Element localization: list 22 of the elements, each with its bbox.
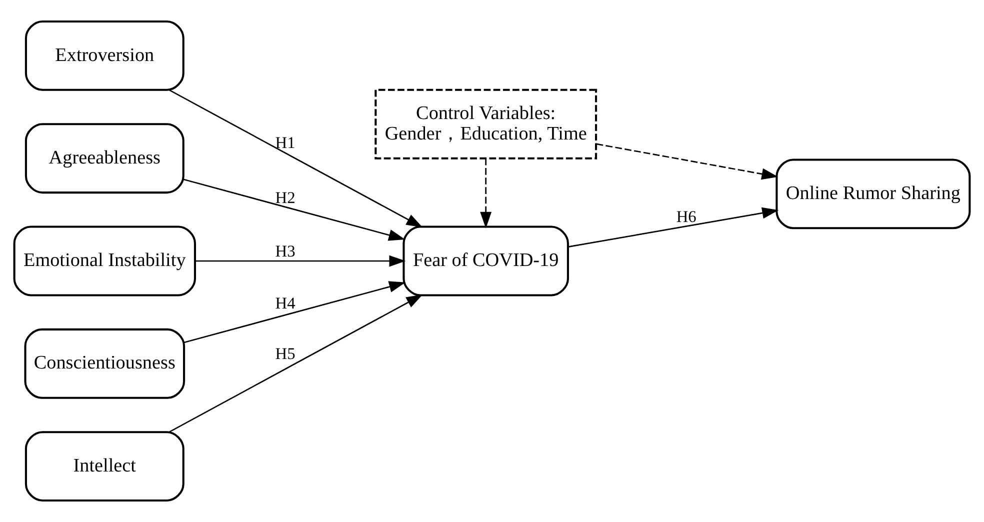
edge-label: H1 bbox=[275, 133, 296, 152]
node-box: Emotional Instability bbox=[13, 226, 196, 296]
arrow bbox=[568, 207, 779, 248]
edge-label: H2 bbox=[275, 188, 296, 207]
node-box: Fear of COVID-19 bbox=[402, 226, 569, 296]
node-box: Online Rumor Sharing bbox=[776, 158, 971, 230]
node-box: Conscientiousness bbox=[24, 328, 186, 399]
node-box: Agreeableness bbox=[24, 123, 184, 194]
arrow bbox=[184, 281, 406, 344]
node-box: Intellect bbox=[24, 431, 184, 502]
node-box: Control Variables: Gender，Education, Time bbox=[374, 88, 598, 160]
edge-label: H4 bbox=[275, 293, 296, 312]
arrow bbox=[480, 158, 492, 228]
arrow bbox=[169, 89, 423, 228]
edge-label: H5 bbox=[275, 344, 296, 363]
node-box: Extroversion bbox=[24, 20, 184, 91]
arrow bbox=[169, 294, 423, 433]
edge-label: H3 bbox=[275, 241, 296, 260]
arrow bbox=[183, 178, 406, 241]
edge-label: H6 bbox=[676, 207, 696, 226]
arrow bbox=[195, 255, 406, 267]
arrow bbox=[596, 143, 778, 180]
